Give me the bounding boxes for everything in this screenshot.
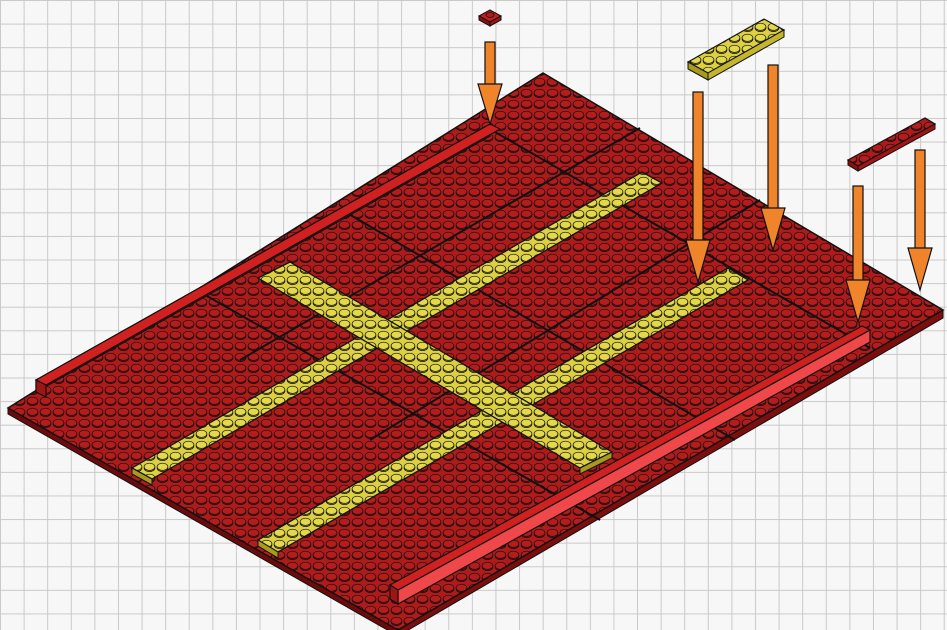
down-arrow-icon <box>908 150 932 290</box>
plate-1x1 <box>479 10 501 26</box>
down-arrow-icon <box>761 65 785 250</box>
